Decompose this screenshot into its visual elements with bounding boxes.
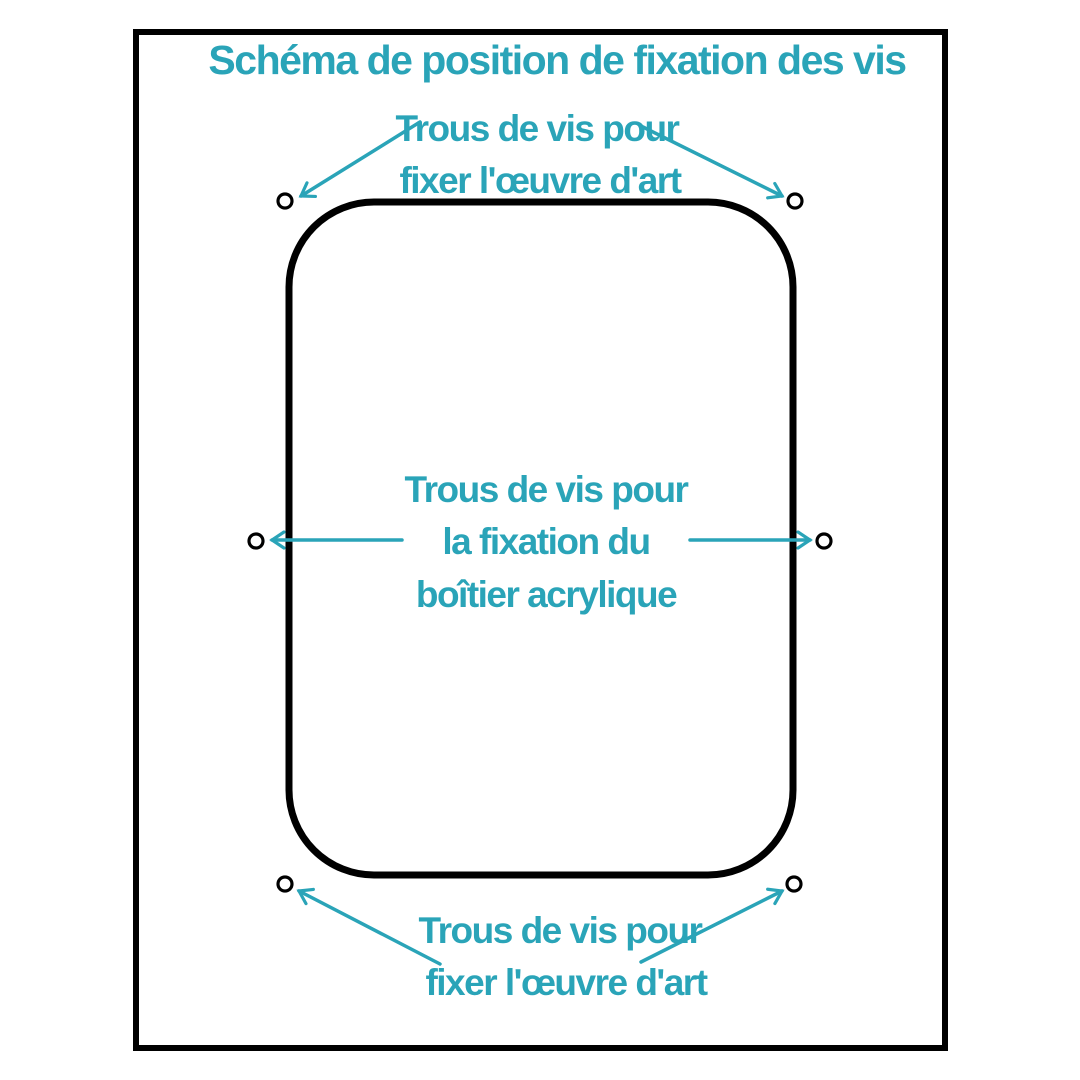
page-title: Schéma de position de fixation des vis: [208, 37, 906, 83]
bottom-screws-label-line2: fixer l'œuvre d'art: [425, 962, 707, 1003]
arrow-bottom-right-icon: [639, 887, 785, 964]
top-screws-label-line2: fixer l'œuvre d'art: [399, 160, 681, 201]
top-screws-label-line1: Trous de vis pour: [396, 108, 680, 149]
acrylic-screws-label-line3: boîtier acrylique: [416, 574, 677, 615]
screw-hole-bottom-right-icon: [785, 875, 803, 893]
screw-hole-middle-left-icon: [247, 532, 265, 550]
arrow-top-right-icon: [641, 125, 785, 200]
screw-hole-middle-right-icon: [815, 532, 833, 550]
screw-hole-top-left-icon: [276, 192, 294, 210]
screw-hole-top-right-icon: [786, 192, 804, 210]
screw-hole-bottom-left-icon: [276, 875, 294, 893]
arrow-bottom-left-icon: [296, 887, 442, 966]
acrylic-screws-label-line2: la fixation du: [442, 521, 649, 562]
outer-border: [133, 29, 948, 1051]
arrow-top-left-icon: [298, 120, 422, 199]
acrylic-screws-label-line1: Trous de vis pour: [405, 469, 689, 510]
bottom-screws-label-line1: Trous de vis pour: [419, 910, 703, 951]
